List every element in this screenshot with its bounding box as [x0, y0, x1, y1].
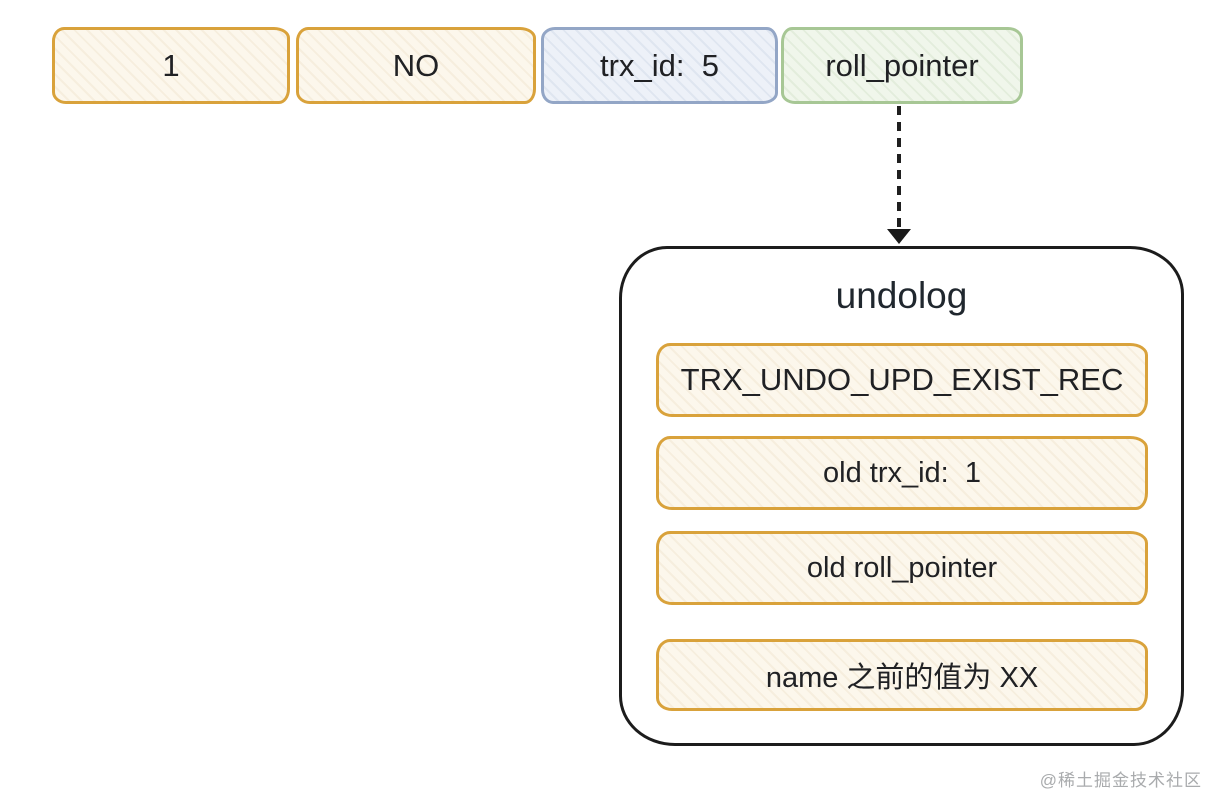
record-cell-no: NO [296, 27, 536, 104]
record-cell-roll-pointer-label: roll_pointer [825, 47, 979, 83]
undolog-entry-old-roll-pointer: old roll_pointer [656, 531, 1148, 605]
undolog-entry-old-trx-id: old trx_id: 1 [656, 436, 1148, 510]
undolog-entry-type: TRX_UNDO_UPD_EXIST_REC [656, 343, 1148, 417]
undolog-entry-old-roll-pointer-label: old roll_pointer [806, 551, 998, 584]
undolog-entry-old-name-value-label: name 之前的值为 XX [765, 662, 1039, 694]
undolog-title: undolog [835, 275, 968, 316]
record-cell-trx-id-label: trx_id: 5 [600, 47, 719, 83]
record-cell-trx-id: trx_id: 5 [541, 27, 778, 104]
undolog-entry-old-name-value: name 之前的值为 XX [656, 639, 1148, 711]
arrow-down-icon [887, 229, 911, 244]
record-cell-id-label: 1 [162, 47, 180, 83]
undolog-container: undolog TRX_UNDO_UPD_EXIST_REC old trx_i… [619, 246, 1184, 746]
record-cell-roll-pointer: roll_pointer [781, 27, 1023, 104]
roll-pointer-arrow-line [897, 106, 901, 230]
undolog-entry-old-trx-id-label: old trx_id: 1 [823, 456, 981, 489]
record-cell-no-label: NO [392, 47, 440, 83]
undolog-entry-type-label: TRX_UNDO_UPD_EXIST_REC [680, 362, 1124, 397]
record-cell-id: 1 [52, 27, 290, 104]
watermark: @稀土掘金技术社区 [1039, 771, 1202, 790]
